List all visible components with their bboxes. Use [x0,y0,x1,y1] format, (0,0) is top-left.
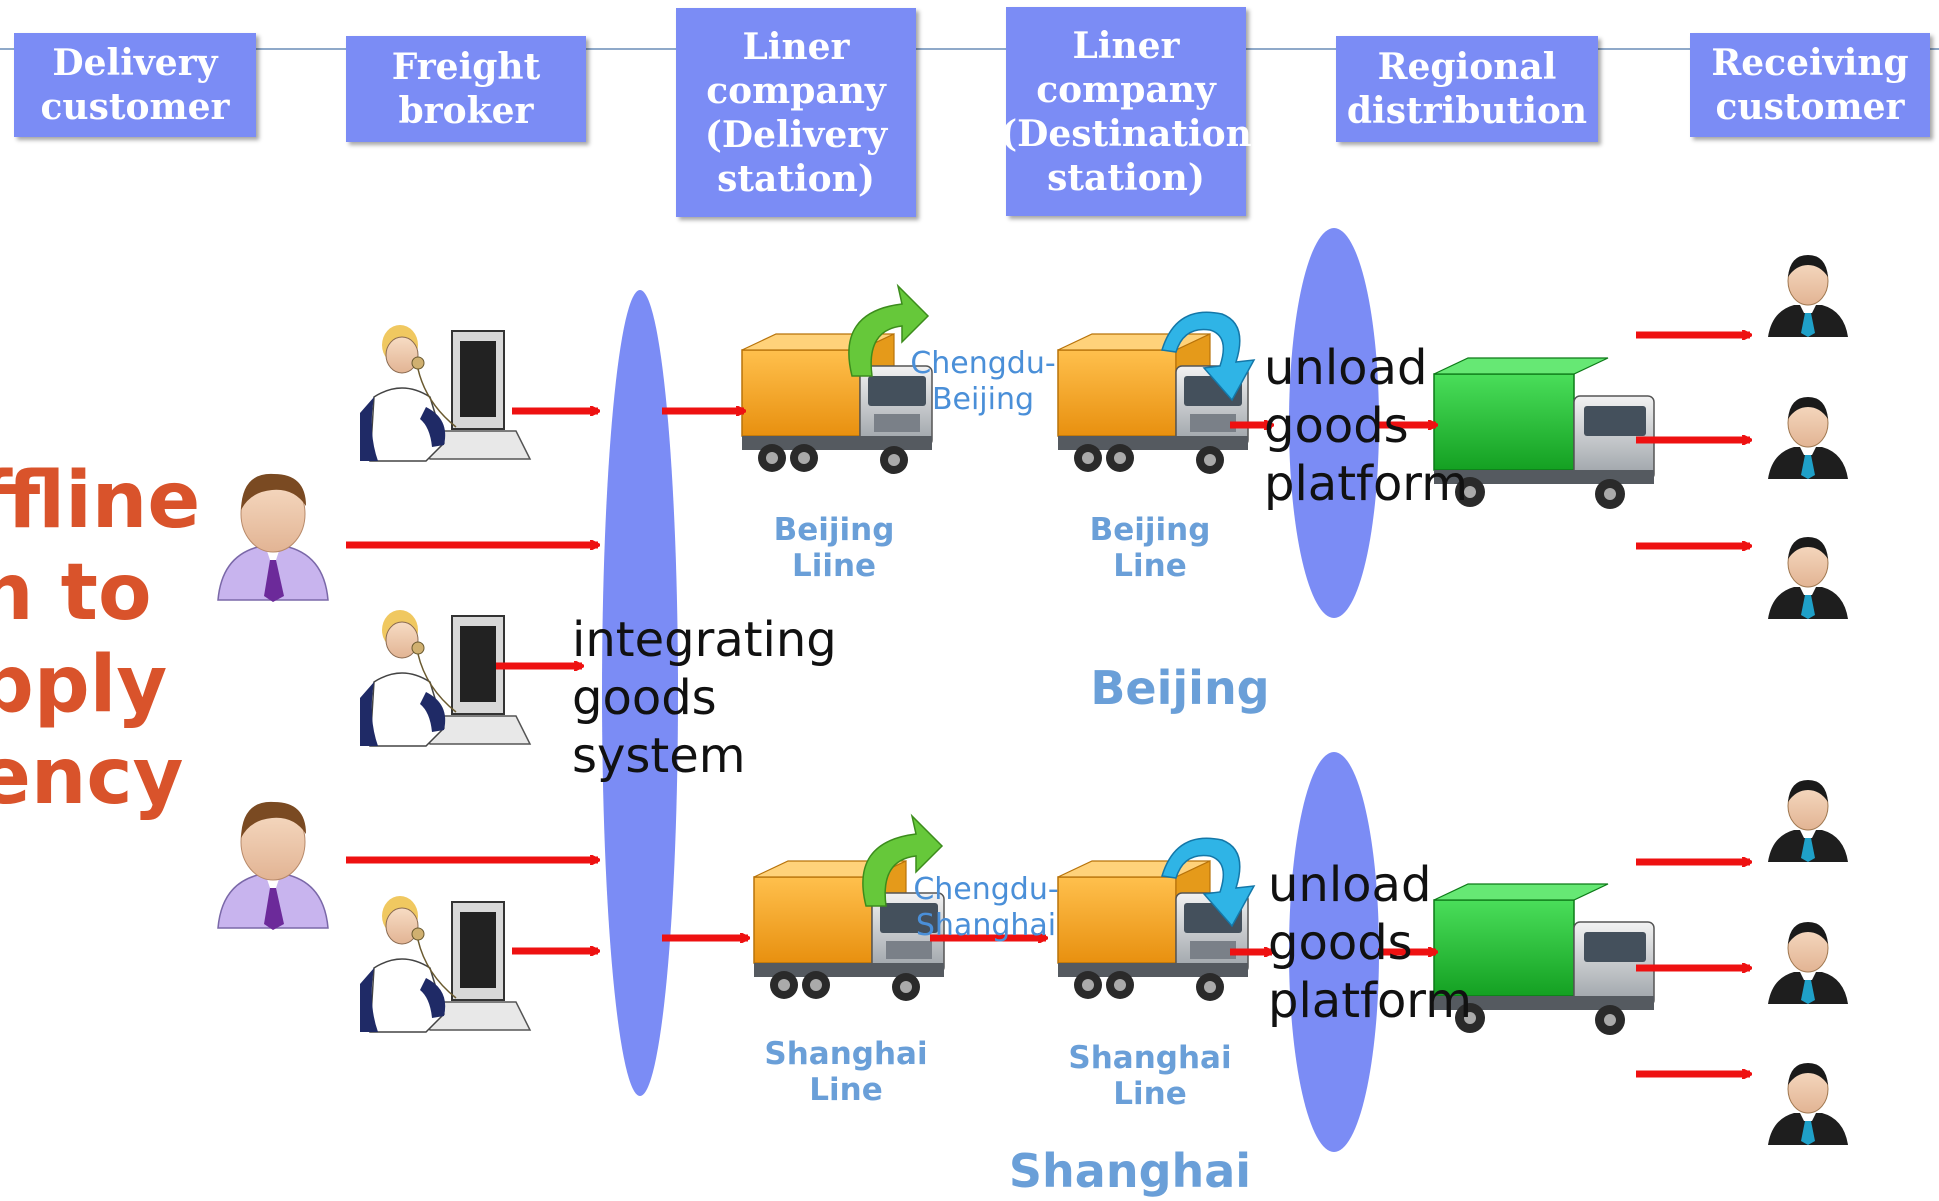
truck-icon-shanghai-destination [1057,860,1249,1002]
broker-at-computer-icon-1 [359,324,531,462]
header-receiving-customer: Receiving customer [1690,33,1930,137]
businessman-icon-1 [1767,254,1849,338]
businessman-icon-6 [1767,1062,1849,1146]
truck-icon-beijing-regional [1433,357,1655,509]
beijing-region-label: Beijing [1090,661,1270,715]
businessman-icon-4 [1767,779,1849,863]
businessman-icon-2 [1767,396,1849,480]
beijing-route-label: Chengdu- Beijing [910,346,1056,417]
flow-arrows [346,335,1750,1074]
blue-curved-arrow-icon-1 [1161,311,1256,402]
header-delivery-customer: Delivery customer [14,33,256,137]
header-freight-broker: Freight broker [346,36,586,142]
blue-curved-arrow-icon-2 [1161,837,1256,928]
header-liner-destination: Liner company (Destination station) [1000,7,1252,216]
header-liner-delivery: Liner company (Delivery station) [676,8,916,217]
shanghai-unload-platform-ellipse [1289,752,1379,1152]
broker-at-computer-icon-2 [359,609,531,747]
beijing-delivery-line-label: Beijing Liine [773,512,895,584]
shanghai-destination-line-label: Shanghai Line [1068,1040,1232,1112]
integrating-goods-system-ellipse [602,290,678,1096]
businessman-icon-5 [1767,921,1849,1005]
integrating-goods-system-label: integrating goods system [572,612,837,784]
shanghai-delivery-line-label: Shanghai Line [764,1036,928,1108]
beijing-unload-platform-label: unload goods platform [1264,340,1468,512]
header-regional-distribution: Regional distribution [1336,36,1598,142]
green-curved-arrow-icon-2 [862,813,944,907]
truck-icon-beijing-delivery [741,333,933,475]
truck-icon-beijing-destination [1057,333,1249,475]
beijing-unload-platform-ellipse [1289,228,1379,618]
businessman-icon-3 [1767,536,1849,620]
shanghai-unload-platform-label: unload goods platform [1268,857,1472,1029]
side-title-text: ffline n to pply ency [0,456,201,822]
header-line [0,48,1939,50]
customer-person-icon-1 [217,473,329,603]
broker-at-computer-icon-3 [359,895,531,1033]
shanghai-region-label: Shanghai [1008,1144,1252,1198]
truck-icon-shanghai-regional [1433,883,1655,1035]
green-curved-arrow-icon-1 [848,283,930,377]
shanghai-route-label: Chengdu- Shanghai [913,872,1059,943]
customer-person-icon-2 [217,801,329,931]
beijing-destination-line-label: Beijing Line [1089,512,1211,584]
